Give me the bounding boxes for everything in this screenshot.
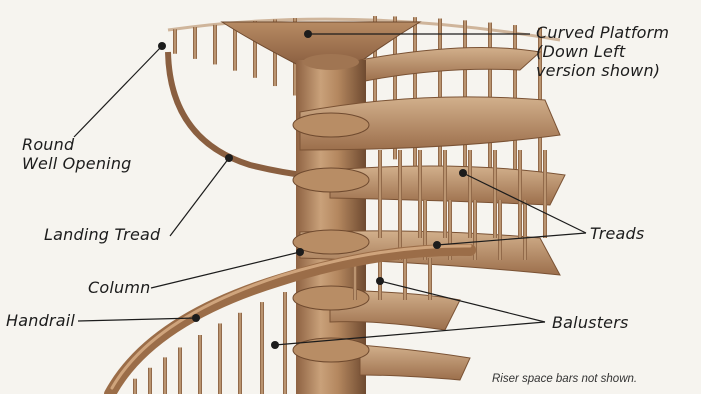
- baluster: [218, 323, 222, 394]
- leader-dot: [271, 341, 279, 349]
- baluster: [413, 17, 417, 174]
- baluster: [163, 357, 167, 394]
- baluster: [198, 335, 202, 394]
- label-column: Column: [88, 278, 150, 297]
- label-treads: Treads: [590, 224, 644, 243]
- footnote: Riser space bars not shown.: [492, 373, 637, 385]
- label-landing-tread: Landing Tread: [44, 225, 161, 244]
- baluster: [378, 150, 382, 238]
- leader-dot: [433, 241, 441, 249]
- label-handrail: Handrail: [6, 311, 75, 330]
- baluster: [283, 292, 287, 394]
- baluster: [148, 368, 152, 394]
- baluster: [403, 258, 407, 300]
- column-collar: [293, 338, 369, 362]
- leader-dot: [376, 277, 384, 285]
- tread-bottom: [360, 345, 470, 380]
- baluster: [238, 313, 242, 394]
- column-ring-top: [303, 54, 359, 70]
- leader-dot: [158, 42, 166, 50]
- label-curved-platform-2: (Down Left: [536, 42, 626, 61]
- baluster: [518, 150, 522, 238]
- label-balusters: Balusters: [552, 313, 629, 332]
- baluster: [173, 29, 177, 54]
- leader-dot: [192, 314, 200, 322]
- label-curved-platform-3: version shown): [536, 61, 660, 80]
- label-curved-platform-1: Curved Platform: [536, 23, 669, 42]
- baluster: [418, 150, 422, 238]
- leader-dot: [225, 154, 233, 162]
- baluster: [468, 150, 472, 238]
- column-collar: [293, 230, 369, 254]
- baluster: [493, 150, 497, 238]
- baluster: [193, 27, 197, 59]
- baluster: [260, 302, 264, 394]
- baluster: [498, 200, 502, 260]
- leader-round-well: [74, 46, 162, 137]
- column-collar: [293, 113, 369, 137]
- baluster: [523, 200, 527, 260]
- baluster: [543, 150, 547, 238]
- baluster: [133, 379, 137, 394]
- column-collar: [293, 286, 369, 310]
- leader-dot: [459, 169, 467, 177]
- label-round-well-2: Well Opening: [22, 154, 132, 173]
- leader-landing-tread: [170, 158, 229, 236]
- label-round-well-1: Round: [22, 135, 75, 154]
- leader-dot: [296, 248, 304, 256]
- baluster: [178, 347, 182, 394]
- column-collar: [293, 168, 369, 192]
- leader-dot: [304, 30, 312, 38]
- baluster: [443, 150, 447, 238]
- baluster: [213, 25, 217, 65]
